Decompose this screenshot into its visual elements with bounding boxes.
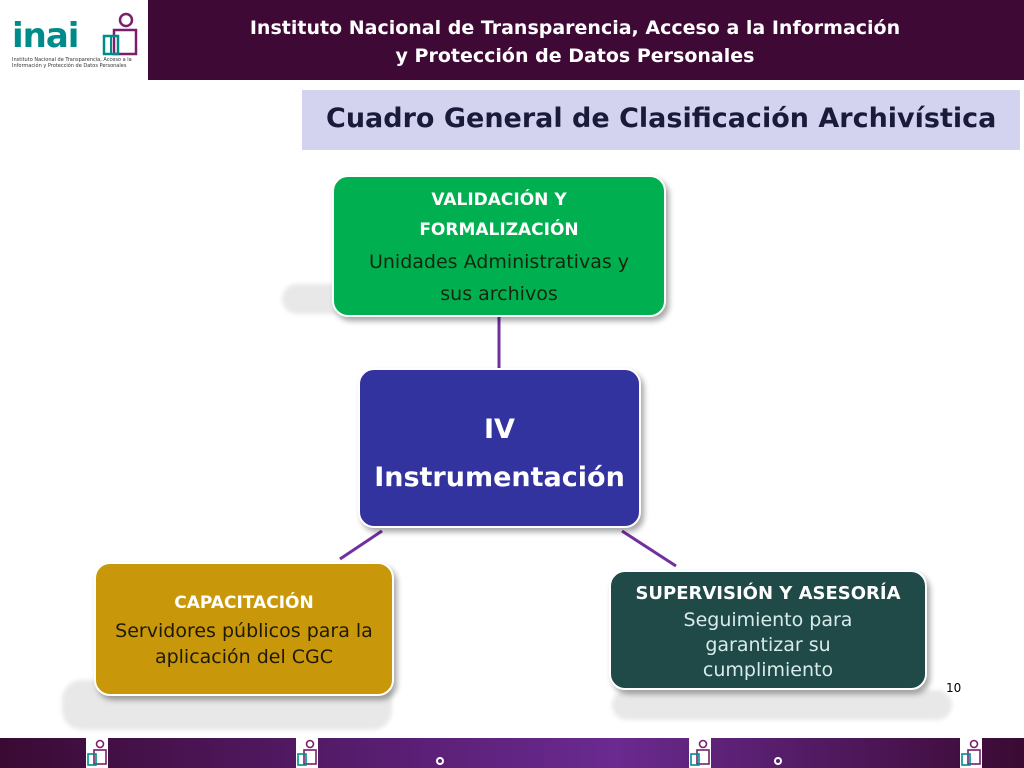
node-validacion: VALIDACIÓN Y FORMALIZACIÓN Unidades Admi… bbox=[332, 175, 666, 317]
node-validacion-body-1: Unidades Administrativas y bbox=[368, 251, 630, 273]
banner-title: Instituto Nacional de Transparencia, Acc… bbox=[160, 14, 990, 70]
logo-subtext: Instituto Nacional de Transparencia, Acc… bbox=[12, 57, 132, 69]
logo-text: inai bbox=[12, 16, 79, 56]
node-supervision-body-2: garantizar su bbox=[705, 634, 831, 656]
node-validacion-body-2: sus archivos bbox=[440, 283, 558, 305]
reader-icon bbox=[102, 12, 138, 56]
logo: inai Instituto Nacional de Transparencia… bbox=[0, 0, 148, 80]
banner-title-line2: y Protección de Datos Personales bbox=[395, 45, 755, 67]
node-instrumentacion: IV Instrumentación bbox=[358, 368, 641, 528]
connector-left bbox=[339, 529, 383, 561]
node-capacitacion-body-1: Servidores públicos para la bbox=[115, 620, 373, 642]
connector-right bbox=[621, 529, 677, 568]
page-title: Cuadro General de Clasificación Archivís… bbox=[326, 103, 997, 134]
node-supervision-body-3: cumplimiento bbox=[702, 659, 834, 681]
page-number: 10 bbox=[946, 681, 962, 695]
node-supervision-title: SUPERVISIÓN Y ASESORÍA bbox=[635, 583, 901, 604]
node-supervision-body-1: Seguimiento para bbox=[683, 609, 853, 631]
node-shadow bbox=[612, 690, 952, 720]
node-instrumentacion-line1: IV bbox=[484, 414, 515, 445]
reader-icon bbox=[960, 738, 982, 768]
footer-bar bbox=[0, 738, 1024, 768]
header-banner: inai Instituto Nacional de Transparencia… bbox=[0, 0, 1024, 80]
node-validacion-title-1: VALIDACIÓN Y bbox=[431, 190, 567, 210]
node-capacitacion-body-2: aplicación del CGC bbox=[154, 646, 334, 668]
reader-icon bbox=[86, 738, 108, 768]
reader-icon bbox=[296, 738, 318, 768]
subtitle-box: Cuadro General de Clasificación Archivís… bbox=[302, 90, 1020, 150]
node-validacion-title-2: FORMALIZACIÓN bbox=[419, 220, 579, 240]
node-instrumentacion-line2: Instrumentación bbox=[374, 462, 625, 493]
footer-dot bbox=[774, 757, 782, 765]
node-supervision: SUPERVISIÓN Y ASESORÍA Seguimiento para … bbox=[609, 570, 927, 690]
node-capacitacion-title: CAPACITACIÓN bbox=[174, 593, 314, 613]
node-capacitacion: CAPACITACIÓN Servidores públicos para la… bbox=[94, 562, 394, 696]
banner-title-line1: Instituto Nacional de Transparencia, Acc… bbox=[249, 17, 901, 39]
reader-icon bbox=[689, 738, 711, 768]
footer-dot bbox=[436, 757, 444, 765]
